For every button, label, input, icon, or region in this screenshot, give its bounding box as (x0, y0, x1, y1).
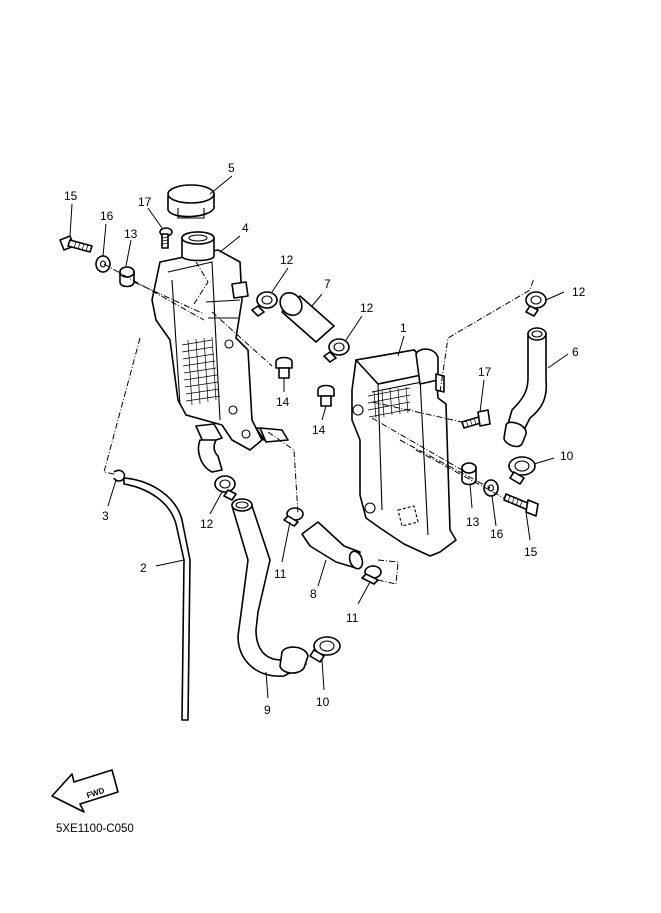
hose-7 (279, 291, 335, 343)
hose-9 (231, 498, 309, 677)
callout-labels: 5 15 16 17 13 4 12 7 12 12 1 6 14 14 17 … (64, 161, 586, 717)
clamp-10-lower (309, 636, 341, 663)
callout-16: 16 (100, 209, 114, 223)
callout-14: 14 (276, 395, 290, 409)
right-bolt-15 (503, 493, 539, 517)
callout-13: 13 (466, 515, 480, 529)
callout-16: 16 (490, 527, 504, 541)
overflow-tube-2 (123, 477, 191, 721)
callout-4: 4 (242, 221, 249, 235)
callout-9: 9 (264, 703, 271, 717)
callout-11: 11 (346, 611, 359, 625)
callout-10: 10 (560, 449, 574, 463)
forward-arrow-icon: FWD (51, 769, 119, 813)
callout-13: 13 (124, 227, 138, 241)
diagram-code: 5XE1100-C050 (56, 823, 134, 835)
callout-12: 12 (280, 253, 294, 267)
callout-2: 2 (140, 561, 147, 575)
right-grommet-13 (461, 462, 477, 486)
callout-15: 15 (524, 545, 538, 559)
callout-5: 5 (228, 161, 235, 175)
callout-12: 12 (200, 517, 214, 531)
clamp-10-right (508, 456, 536, 485)
radiator-cap (167, 184, 215, 219)
callout-8: 8 (310, 587, 317, 601)
left-washer-16 (95, 255, 111, 273)
clamp-12-upper-right (525, 291, 547, 317)
left-bolt-17 (159, 227, 173, 249)
callout-6: 6 (572, 345, 579, 359)
left-radiator-core-fins (181, 336, 221, 406)
callout-10: 10 (316, 695, 330, 709)
bolt-14-left (275, 356, 293, 379)
callout-1: 1 (400, 321, 407, 335)
callout-17: 17 (138, 195, 152, 209)
left-radiator-lower-hose (197, 427, 289, 473)
hose-6 (503, 327, 548, 448)
callout-3: 3 (102, 509, 109, 523)
callout-15: 15 (64, 189, 78, 203)
callout-12: 12 (572, 285, 586, 299)
callout-7: 7 (324, 277, 331, 291)
clamp-12-center (323, 338, 350, 363)
right-bolt-17 (461, 409, 491, 429)
clamp-11-right (361, 565, 382, 585)
clip-3 (113, 469, 126, 482)
callout-12: 12 (360, 301, 374, 315)
bolt-14-right (317, 384, 335, 407)
left-radiator (151, 231, 283, 451)
leader-lines (69, 175, 569, 699)
right-radiator (351, 348, 457, 557)
left-bolt-15 (59, 235, 93, 253)
clamp-12-lower-left (214, 475, 237, 501)
callout-11: 11 (274, 567, 287, 581)
clamp-11-left (283, 507, 304, 527)
clamp-12-upper-left (251, 291, 278, 317)
callout-17: 17 (478, 365, 492, 379)
hose-8 (301, 521, 364, 570)
right-washer-16 (483, 479, 499, 497)
callout-14: 14 (312, 423, 326, 437)
